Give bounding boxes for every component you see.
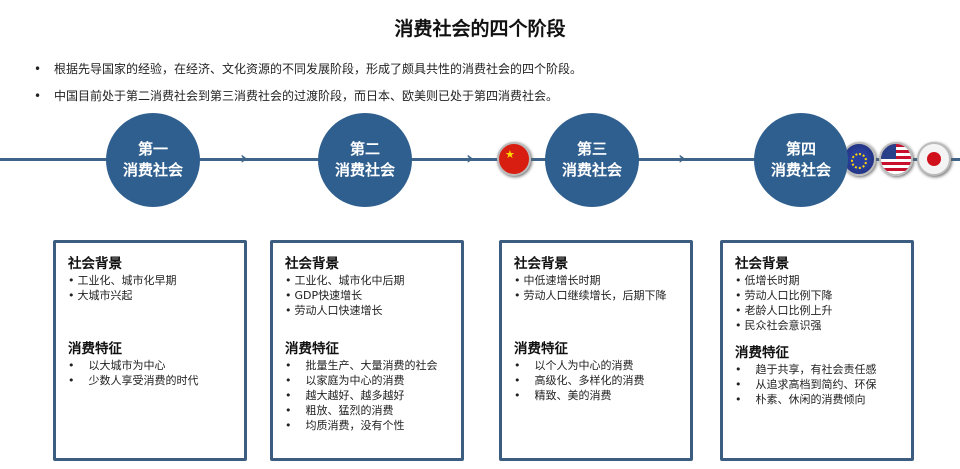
stage-ordinal: 第三 (576, 140, 607, 158)
intro-text: 中国目前处于第二消费社会到第三消费社会的过渡阶段，而日本、欧美则已处于第四消费社… (54, 89, 559, 103)
stage-card-4: 社会背景低增长时期劳动人口比例下降老龄人口比例上升民众社会意识强消费特征趋于共享… (720, 240, 914, 461)
intro-bullet: •根据先导国家的经验，在经济、文化资源的不同发展阶段，形成了颇具共性的消费社会的… (34, 62, 583, 76)
stage-ordinal: 第四 (785, 140, 816, 158)
stage-circle-2: 第二消费社会 (318, 113, 412, 207)
intro-bullet: •中国目前处于第二消费社会到第三消费社会的过渡阶段，而日本、欧美则已处于第四消费… (34, 89, 559, 103)
stage-circle-4: 第四消费社会 (754, 113, 848, 207)
consumption-item: 均质消费，没有个性 (285, 418, 461, 433)
page-title: 消费社会的四个阶段 (394, 18, 566, 40)
consumption-item: 精致、美的消费 (514, 388, 690, 403)
background-item: 民众社会意识强 (735, 318, 911, 333)
arrow-icon: › (240, 148, 248, 169)
background-heading: 社会背景 (735, 256, 789, 272)
background-item: 老龄人口比例上升 (735, 303, 911, 318)
consumption-item: 以大城市为中心 (68, 358, 244, 373)
stage-name: 消费社会 (770, 161, 831, 179)
stage-ordinal: 第一 (137, 140, 168, 158)
stage-ordinal: 第二 (349, 140, 380, 158)
background-item: 劳动人口快速增长 (285, 303, 461, 318)
china-flag-icon: ★ (497, 142, 531, 176)
background-item: 劳动人口比例下降 (735, 288, 911, 303)
arrow-icon: › (466, 148, 474, 169)
stage-name: 消费社会 (561, 161, 622, 179)
consumption-heading: 消费特征 (68, 341, 122, 357)
stage-card-3: 社会背景中低速增长时期劳动人口继续增长，后期下降消费特征以个人为中心的消费高级化… (499, 240, 693, 461)
consumption-item: 朴素、休闲的消费倾向 (735, 392, 911, 407)
japan-flag-icon (917, 142, 951, 176)
stage-card-1: 社会背景工业化、城市化早期大城市兴起消费特征以大城市为中心少数人享受消费的时代 (53, 240, 247, 461)
background-heading: 社会背景 (514, 256, 568, 272)
stage-card-2: 社会背景工业化、城市化中后期GDP快速增长劳动人口快速增长消费特征批量生产、大量… (270, 240, 464, 461)
background-heading: 社会背景 (68, 256, 122, 272)
background-item: GDP快速增长 (285, 288, 461, 303)
background-item: 低增长时期 (735, 273, 911, 288)
timeline-line (0, 158, 960, 161)
consumption-item: 以家庭为中心的消费 (285, 373, 461, 388)
consumption-heading: 消费特征 (514, 341, 568, 357)
background-item: 中低速增长时期 (514, 273, 690, 288)
background-item: 工业化、城市化中后期 (285, 273, 461, 288)
consumption-heading: 消费特征 (285, 341, 339, 357)
background-item: 工业化、城市化早期 (68, 273, 244, 288)
stage-name: 消费社会 (334, 161, 395, 179)
intro-text: 根据先导国家的经验，在经济、文化资源的不同发展阶段，形成了颇具共性的消费社会的四… (54, 62, 583, 76)
consumption-heading: 消费特征 (735, 345, 789, 361)
background-item: 大城市兴起 (68, 288, 244, 303)
consumption-item: 批量生产、大量消费的社会 (285, 358, 461, 373)
usa-flag-icon (879, 142, 913, 176)
consumption-item: 粗放、猛烈的消费 (285, 403, 461, 418)
background-item: 劳动人口继续增长，后期下降 (514, 288, 690, 303)
consumption-item: 少数人享受消费的时代 (68, 373, 244, 388)
background-heading: 社会背景 (285, 256, 339, 272)
stage-circle-3: 第三消费社会 (545, 113, 639, 207)
consumption-item: 越大越好、越多越好 (285, 388, 461, 403)
stage-circle-1: 第一消费社会 (106, 113, 200, 207)
consumption-item: 从追求高档到简约、环保 (735, 377, 911, 392)
consumption-item: 高级化、多样化的消费 (514, 373, 690, 388)
arrow-icon: › (678, 148, 686, 169)
consumption-item: 以个人为中心的消费 (514, 358, 690, 373)
consumption-item: 趋于共享，有社会责任感 (735, 362, 911, 377)
stage-name: 消费社会 (122, 161, 183, 179)
